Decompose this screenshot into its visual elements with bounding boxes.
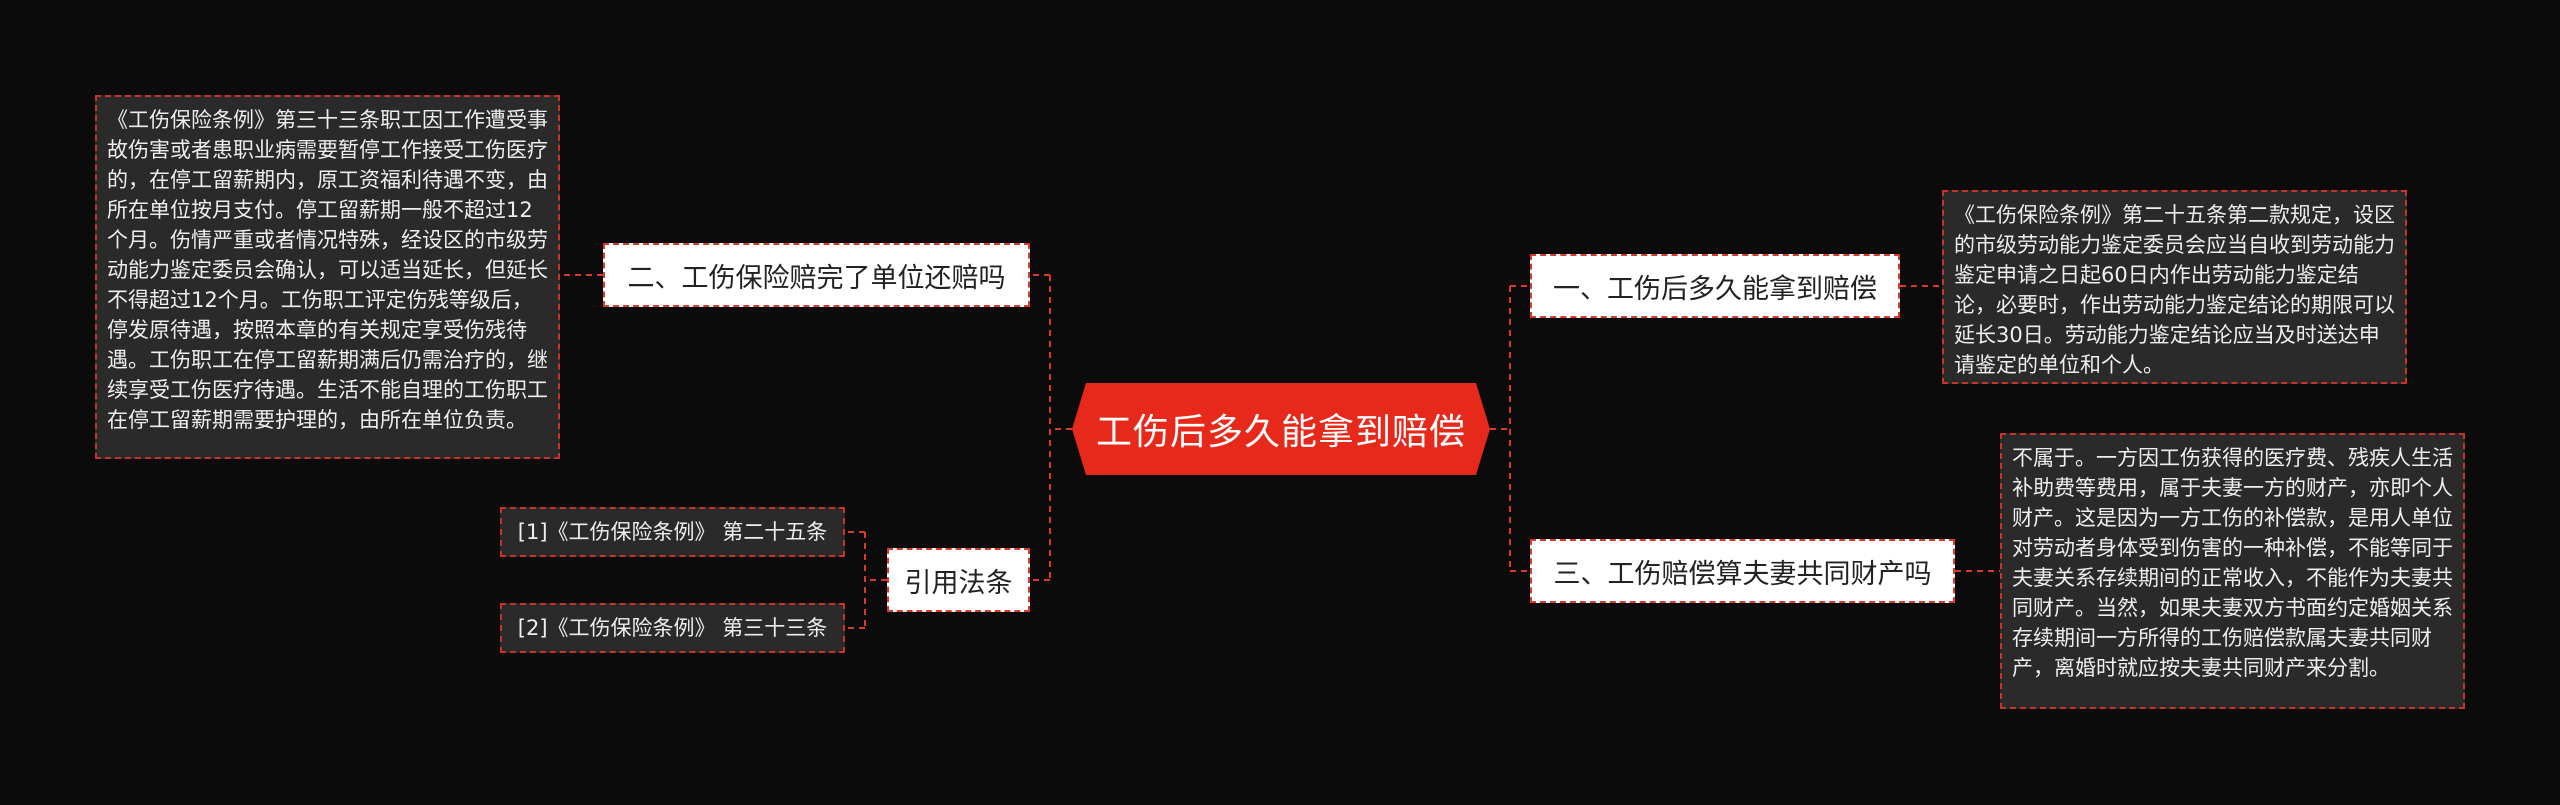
branch-work-injury-time[interactable]: 一、工伤后多久能拿到赔偿 [1530,254,1900,318]
leaf-article-33-note[interactable]: 《工伤保险条例》第三十三条职工因工作遭受事故伤害或者患职业病需要暂停工作接受工伤… [95,95,560,459]
branch-label: 二、工伤保险赔完了单位还赔吗 [627,262,1006,294]
leaf-text: [1]《工伤保险条例》 第二十五条 [517,520,828,544]
branch-label: 一、工伤后多久能拿到赔偿 [1553,273,1877,305]
leaf-text: 不属于。一方因工伤获得的医疗费、残疾人生活补助费等费用，属于夫妻一方的财产，亦即… [2012,446,2453,680]
branch-label: 三、工伤赔偿算夫妻共同财产吗 [1553,558,1932,590]
leaf-text: 《工伤保险条例》第二十五条第二款规定，设区的市级劳动能力鉴定委员会应当自收到劳动… [1954,203,2395,377]
central-topic-label: 工伤后多久能拿到赔偿 [1095,412,1466,453]
central-topic[interactable]: 工伤后多久能拿到赔偿 [1072,383,1490,475]
leaf-marital-property-answer[interactable]: 不属于。一方因工伤获得的医疗费、残疾人生活补助费等费用，属于夫妻一方的财产，亦即… [2000,433,2465,709]
branch-label: 引用法条 [904,567,1013,599]
leaf-citation-1[interactable]: [1]《工伤保险条例》 第二十五条 [500,507,845,557]
branch-employer-compensation[interactable]: 二、工伤保险赔完了单位还赔吗 [603,243,1030,307]
leaf-citation-2[interactable]: [2]《工伤保险条例》 第三十三条 [500,603,845,653]
leaf-text: 《工伤保险条例》第三十三条职工因工作遭受事故伤害或者患职业病需要暂停工作接受工伤… [107,108,548,432]
branch-cited-laws[interactable]: 引用法条 [887,548,1030,612]
leaf-article-25-note[interactable]: 《工伤保险条例》第二十五条第二款规定，设区的市级劳动能力鉴定委员会应当自收到劳动… [1942,190,2407,384]
branch-marital-property[interactable]: 三、工伤赔偿算夫妻共同财产吗 [1530,539,1955,603]
leaf-text: [2]《工伤保险条例》 第三十三条 [517,616,828,640]
